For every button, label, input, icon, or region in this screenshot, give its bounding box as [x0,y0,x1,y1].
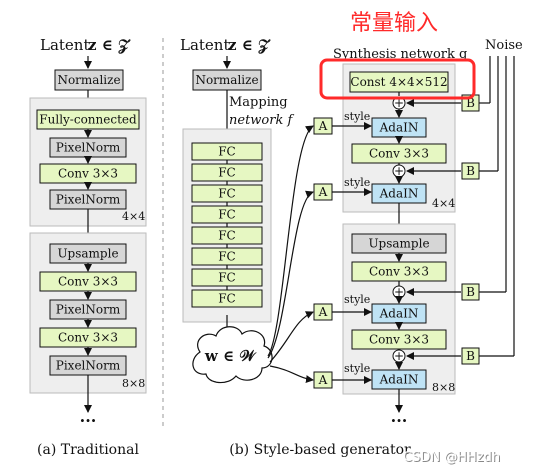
const-annotation: 常量输入 [350,11,438,36]
a-label: A [318,119,328,133]
fc-label: FC [218,208,236,222]
sb-latent-label: Latent [180,36,230,54]
w-cloud [192,326,273,384]
b-box [461,162,480,180]
adain-label: AdaIN [379,307,419,321]
trad-latent-label: Latent [40,36,90,54]
trad-res-4x4: 4×4 [122,210,145,223]
trad-conv-label: Conv 3×3 [58,167,118,181]
a-label: A [318,373,328,387]
trad-conv-label: Conv 3×3 [58,275,118,289]
plus-sign: + [394,96,404,110]
mapping-label: Mapping [229,95,288,110]
trad-normalize-box [54,69,124,91]
b-label: B [466,285,475,299]
fc-box [191,289,263,308]
trad-normalize-label: Normalize [57,73,120,87]
b-label: B [466,164,475,178]
trad-pixelnorm-label: PixelNorm [56,193,121,207]
adain-label: AdaIN [379,187,419,201]
sb-normalize-label: Normalize [195,73,258,87]
a-label: A [318,305,328,319]
style-label: style [344,110,370,123]
b-label: B [466,349,475,363]
style-label: style [344,293,370,306]
fc-label: FC [218,229,236,243]
sb-latent-symbol: z ∈ 𝒵 [228,36,271,54]
noise-label: Noise [485,38,523,53]
w-to-a-edge [269,311,314,363]
conv-label: Conv 3×3 [369,333,429,347]
sb-res-8x8: 8×8 [432,381,455,394]
adain-label: AdaIN [379,373,419,387]
const-label: Const 4×4×512 [350,75,447,89]
trad-latent-symbol: z ∈ 𝒵 [88,36,131,54]
fc-stack: FC FC FC FC FC FC FC FC [191,142,263,308]
trad-pixelnorm-label: PixelNorm [56,359,121,373]
w-to-a-edge [267,125,314,357]
mapping-label-2: network f [229,113,294,128]
b-box [461,347,480,365]
w-to-a-edge [267,190,314,359]
style-based-network: Latent z ∈ 𝒵 Normalize Mapping network f… [180,11,523,458]
trad-res-8x8: 8×8 [122,377,145,390]
style-a-3: A style [313,293,372,321]
trad-fully-connected-label: Fully-connected [39,113,137,127]
style-a-2: A style [313,176,372,201]
trad-pixelnorm-label: PixelNorm [56,303,121,317]
trad-upsample-label: Upsample [57,247,118,261]
trad-conv-label: Conv 3×3 [58,331,118,345]
fc-label: FC [218,187,236,201]
style-label: style [344,362,370,375]
w-to-a-edge [269,365,314,384]
plus-sign: + [394,349,404,363]
conv-label: Conv 3×3 [369,147,429,161]
w-label: w ∈ 𝒲 [204,347,257,365]
plus-sign: + [394,164,404,178]
watermark: CSDN @HHzdh [403,450,500,465]
synthesis-label: Synthesis network g [333,47,467,62]
style-label: style [344,176,370,189]
sb-res-4x4: 4×4 [432,197,455,210]
conv-label: Conv 3×3 [369,265,429,279]
sb-caption: (b) Style-based generator [229,442,411,458]
adain-label: AdaIN [379,121,419,135]
upsample-label: Upsample [368,237,429,251]
trad-pixelnorm-label: PixelNorm [56,141,121,155]
fc-label: FC [218,145,236,159]
fc-label: FC [218,250,236,264]
b-box [461,283,480,301]
fc-label: FC [218,292,236,306]
trad-caption: (a) Traditional [37,442,139,458]
style-a-1: A style [313,110,372,135]
style-a-4: A style [313,362,372,389]
traditional-network: Latent z ∈ 𝒵 Normalize Fully-connected P… [29,36,147,458]
sb-ellipsis: ··· [391,411,408,430]
const-highlight-box [319,58,476,100]
fc-label: FC [218,271,236,285]
b-label: B [466,96,475,110]
fc-label: FC [218,166,236,180]
a-label: A [318,185,328,199]
plus-sign: + [394,285,404,299]
trad-ellipsis: ··· [80,411,97,430]
watermark-shadow: CSDN @HHzdh [404,451,501,466]
